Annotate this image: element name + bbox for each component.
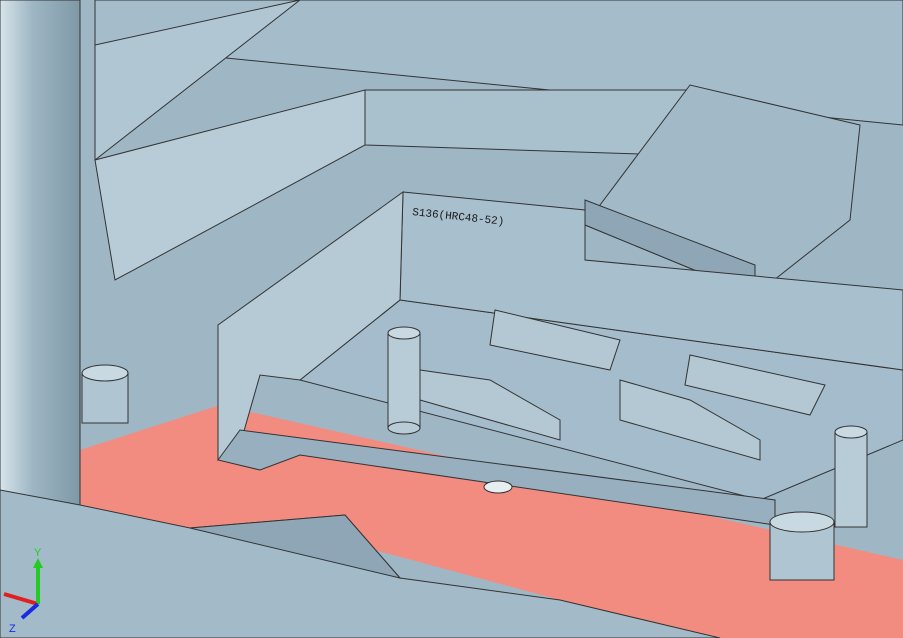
x-axis-arrow: [3, 592, 39, 606]
z-axis-label: Z: [9, 623, 16, 635]
guide-pins: [81, 326, 868, 581]
cavity-wall-left: [94, 89, 366, 281]
upper-slope: [94, 0, 301, 162]
plate-surface: [80, 405, 903, 638]
guide-column: [0, 0, 81, 506]
cavity-wall-back: [364, 89, 691, 156]
terminal-slots: [419, 309, 826, 461]
z-axis-arrow: [20, 602, 40, 620]
y-axis-label: Y: [34, 547, 42, 559]
bottom-step: [189, 514, 402, 579]
axis-triad[interactable]: Y Z: [3, 547, 43, 635]
